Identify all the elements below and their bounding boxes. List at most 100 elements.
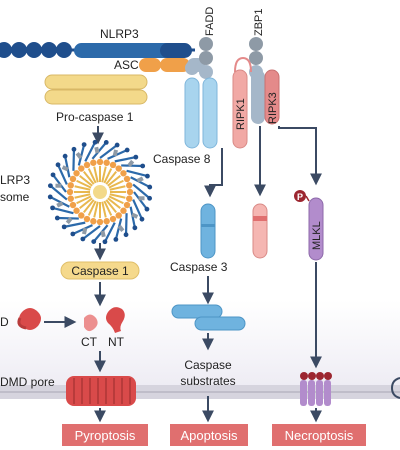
inflammasome-nlrp3-arm <box>72 149 76 171</box>
necroptosis-box <box>272 424 366 446</box>
inflammasome-core-spoke <box>107 197 121 209</box>
inflammasome-nlrp3-arm <box>133 191 148 210</box>
inflammasome-nlrp3-arm <box>121 164 143 168</box>
inflammasome-nlrp3-arm <box>132 199 143 220</box>
inflammasome-nlrp3-arm <box>126 169 148 178</box>
ripk3-protein <box>251 69 280 125</box>
inflammasome-linker <box>131 212 139 219</box>
inflammasome-asc-dot <box>78 165 85 172</box>
inflammasome-nlrp3-arm <box>57 164 68 185</box>
inflammasome-core-spoke <box>76 195 92 205</box>
inflammasome-nlrp3-tip <box>133 154 139 160</box>
necroptosis-label: Necroptosis <box>285 428 354 443</box>
inflammasome-nlrp3-tip <box>50 205 55 211</box>
nlrp3-label: NLRP3 <box>100 27 139 41</box>
caspase3-protein <box>200 203 216 259</box>
gsdmd-pore <box>66 376 136 406</box>
inflammasome-nlrp3-tip <box>61 224 67 230</box>
inflammasome-asc-dot <box>67 182 74 189</box>
ct-label: CT <box>81 335 98 349</box>
mlkl-protein <box>308 197 324 261</box>
ripk1-active-protein <box>252 203 268 259</box>
inflammasome-nlrp3-tip <box>103 139 109 145</box>
inflammasome-nlrp3-tip <box>47 183 53 189</box>
inflammasome-nlrp3-arm <box>99 144 118 159</box>
inflammasome-asc-dot <box>96 158 104 166</box>
inflammasome-nlrp3-arm <box>129 206 136 229</box>
asc-label: ASC <box>114 58 139 72</box>
inflammasome-nlrp3-tip <box>147 195 153 201</box>
inflammasome-core-spoke <box>93 166 99 183</box>
inflammasome-asc-dot <box>126 195 133 202</box>
nt-label: NT <box>108 335 125 349</box>
apoptosis-label: Apoptosis <box>180 428 238 443</box>
inflammasome-nlrp3-arm <box>77 144 86 166</box>
inflammasome-linker <box>82 227 88 235</box>
zbp1-label: ZBP1 <box>253 8 265 36</box>
inflammasome-core-spoke <box>101 201 107 218</box>
inflammasome-nlrp3-arm <box>132 183 151 200</box>
inflammasome-asc-dot <box>73 207 80 214</box>
inflammasome-asc-dot <box>78 212 85 219</box>
inflammasome-asc-dot <box>126 188 134 196</box>
fadd-label: FADD <box>204 7 216 36</box>
inflammasome-nlrp3-arm <box>114 156 137 163</box>
ripk1-protein <box>232 69 248 149</box>
inflammasome-asc-dot <box>115 212 122 219</box>
inflammasome-nlrp3-arm <box>49 195 70 208</box>
inflammasome-nlrp3-arm <box>103 222 116 243</box>
inflammasome-linker <box>61 165 69 172</box>
inflammasome-core-spoke <box>83 199 95 213</box>
mlkl-pore <box>300 372 332 406</box>
inflammasome-asc-dot <box>83 215 91 223</box>
right-edge-partial-shape <box>390 377 400 399</box>
inflammasome-complex <box>47 139 153 245</box>
caspase1-label: Caspase 1 <box>71 264 129 278</box>
inflammasome-linker <box>55 183 62 188</box>
inflammasome-center <box>93 185 107 199</box>
inflammasome-linker <box>75 152 83 160</box>
inflammasome-nlrp3-arm <box>114 218 123 240</box>
inflammasome-nlrp3-arm <box>64 155 71 178</box>
inflammasome-asc-dot <box>67 195 74 202</box>
apoptosis-box <box>170 424 248 446</box>
inflammasome-asc-dot <box>90 159 97 166</box>
inflammasome-nlrp3-tip <box>91 239 97 245</box>
gsdmd-ct-fragment <box>84 314 98 332</box>
inflammasome-nlrp3-tip <box>92 139 98 145</box>
inflammasome-nlrp3-tip <box>144 206 150 212</box>
inflammasome-linker <box>56 201 64 208</box>
inflammasome-nlrp3-tip <box>145 173 150 179</box>
inflammasome-nlrp3-tip <box>114 142 120 148</box>
inflammasome-nlrp3-tip <box>147 184 153 190</box>
pyroptosis-label: Pyroptosis <box>75 428 136 443</box>
inflammasome-nlrp3-tip <box>113 237 119 242</box>
inflammasome-core-spoke <box>109 185 126 191</box>
inflammasome-core-spoke <box>74 185 91 191</box>
inflammasome-core-spoke <box>74 193 91 199</box>
pro-caspase1-label: Pro-caspase 1 <box>56 110 134 124</box>
inflammasome-nlrp3-arm <box>124 213 128 235</box>
inflammasome-asc-dot <box>123 175 131 183</box>
inflammasome-core-spoke <box>108 179 124 189</box>
phospho-label: P <box>297 192 303 202</box>
inflammasome-core-spoke <box>87 168 97 184</box>
caspase8-label: Caspase 8 <box>153 152 211 166</box>
inflammasome-nlrp3-tip <box>62 153 68 159</box>
inflammasome-core-spoke <box>105 199 117 213</box>
pyroptosis-box <box>62 424 148 446</box>
inflammasome-nlrp3-arm <box>91 141 108 160</box>
inflammasome-asc-dot <box>120 207 127 214</box>
inflammasome-nlrp3-arm <box>107 149 128 160</box>
inflammasome-asc-dot <box>90 218 97 225</box>
inflammasome-asc-dot <box>123 201 131 209</box>
inflammasome-core-spoke <box>103 200 113 216</box>
inflammasome-nlrp3-tip <box>140 163 146 169</box>
mlkl-label: MLKL <box>311 221 323 250</box>
phospho-link <box>305 195 310 202</box>
inflammasome-label-line1: LRP3 <box>0 173 30 187</box>
caspase3-label: Caspase 3 <box>170 260 228 274</box>
inflammasome-label-line2: some <box>0 190 30 204</box>
inflammasome-nlrp3-tip <box>139 216 145 222</box>
inflammasome-asc-dot <box>103 218 110 225</box>
